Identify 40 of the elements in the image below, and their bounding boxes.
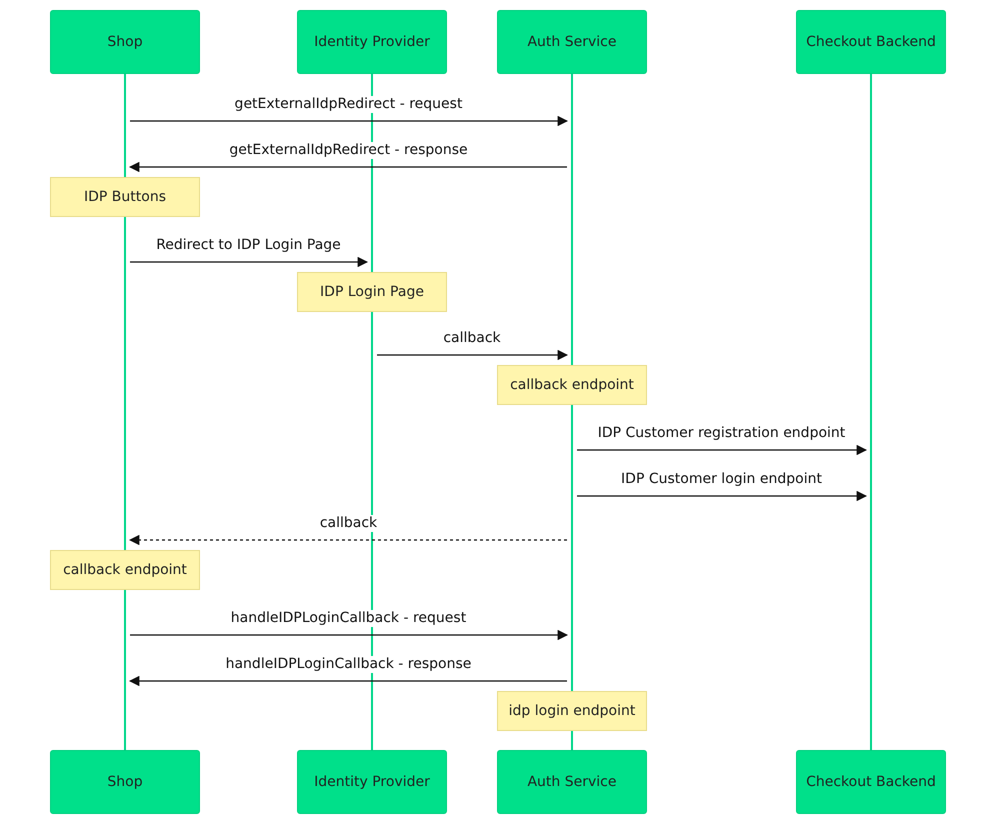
message-label: getExternalIdpRedirect - response <box>227 142 470 159</box>
message-label: callback <box>318 515 380 532</box>
participant-box <box>50 750 200 814</box>
message-arrow <box>377 350 568 360</box>
note-box <box>497 691 647 731</box>
message-arrow <box>130 630 568 640</box>
participant-name: Checkout Backend <box>806 34 936 50</box>
participant-box <box>796 750 946 814</box>
participant-box <box>796 10 946 74</box>
note-box <box>497 365 647 405</box>
participant-name: Auth Service <box>527 774 616 790</box>
note-text: IDP Login Page <box>320 284 424 300</box>
participant-name: Auth Service <box>527 34 616 50</box>
participant-name: Checkout Backend <box>806 774 936 790</box>
participant-box <box>497 10 647 74</box>
message-label: getExternalIdpRedirect - request <box>232 96 464 113</box>
participant-box <box>297 750 447 814</box>
message-arrow <box>130 116 568 126</box>
participant-box <box>50 10 200 74</box>
note-box <box>50 177 200 217</box>
note-box <box>297 272 447 312</box>
participant-name: Identity Provider <box>314 34 430 50</box>
message-arrow <box>130 256 368 268</box>
participant-name: Shop <box>107 774 143 790</box>
message-arrow <box>128 162 567 172</box>
note-box <box>50 550 200 590</box>
note-text: idp login endpoint <box>508 703 636 719</box>
note-text: IDP Buttons <box>84 189 166 205</box>
participant-box <box>497 750 647 814</box>
participant-box <box>297 10 447 74</box>
participant-name: Shop <box>107 34 143 50</box>
message-label: handleIDPLoginCallback - response <box>224 656 474 673</box>
message-label: IDP Customer login endpoint <box>619 471 824 488</box>
note-text: callback endpoint <box>510 377 634 393</box>
message-arrow <box>128 676 567 686</box>
participant-name: Identity Provider <box>314 774 430 790</box>
message-arrow <box>128 534 567 546</box>
note-text: callback endpoint <box>63 562 187 578</box>
message-arrow <box>577 490 868 502</box>
message-arrow <box>577 444 868 456</box>
